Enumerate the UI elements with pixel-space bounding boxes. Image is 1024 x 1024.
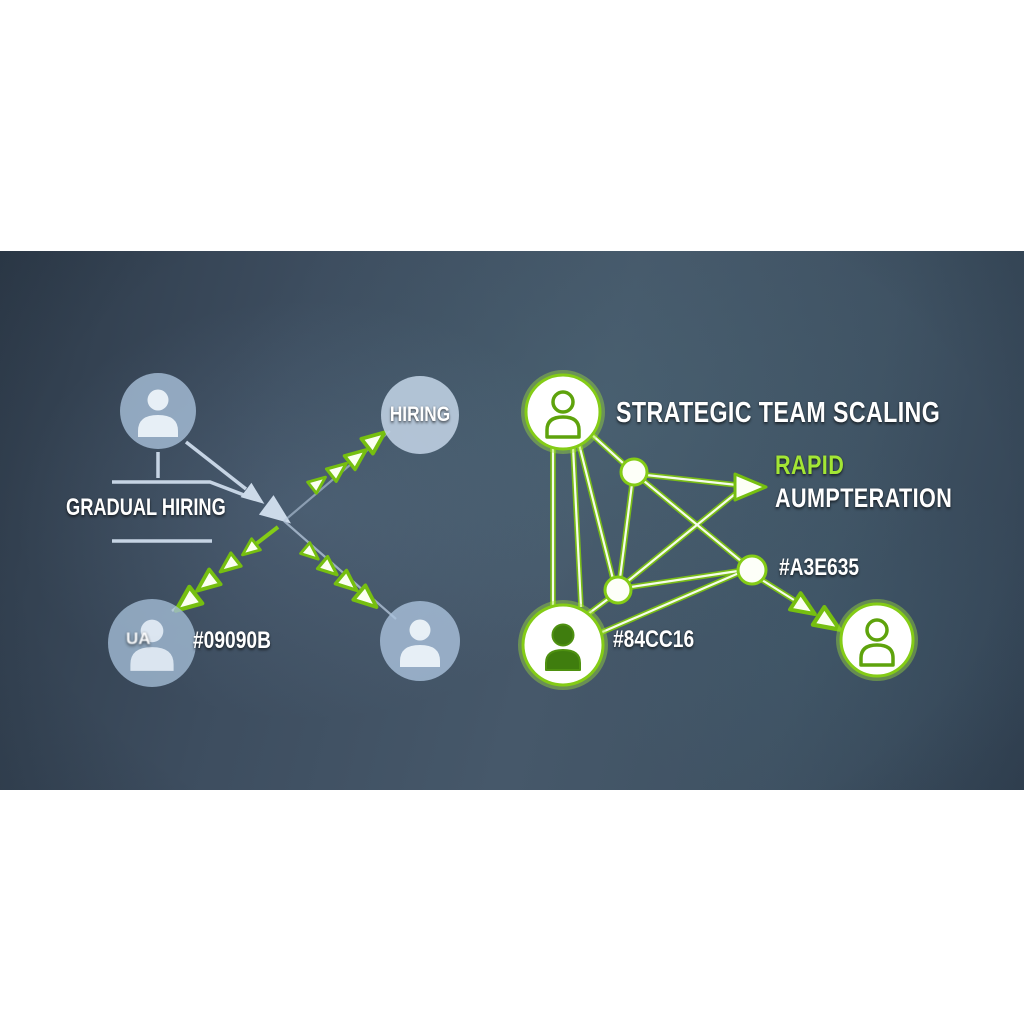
color-code-a3e635: #A3E635 <box>779 554 860 581</box>
label-rapid: RAPID <box>775 450 845 480</box>
hiring-node <box>381 376 459 454</box>
network-edges-rim <box>550 430 796 636</box>
person-node-bottom-right <box>836 599 918 681</box>
chevron-arrow-icon <box>299 541 320 561</box>
person-icon <box>138 389 178 437</box>
person-icon <box>130 619 174 671</box>
chevron-arrow-icon <box>359 430 387 456</box>
chevron-arrow-icon <box>810 604 842 632</box>
arrow-head <box>258 495 292 524</box>
person-icon <box>545 623 581 671</box>
label-node-overlay: UA <box>126 629 151 648</box>
color-code-09090b: #09090B <box>193 627 271 654</box>
chevron-chain-down-right <box>299 541 379 609</box>
network-edges-core <box>551 432 795 635</box>
gradual-hiring-diagram <box>108 373 460 687</box>
chevron-arrow-icon <box>195 567 223 593</box>
cross-line <box>283 520 397 620</box>
bracket-line <box>112 480 245 497</box>
chevron-arrow-icon <box>218 551 243 574</box>
person-icon <box>545 390 581 439</box>
chevron-chain-bottom-right <box>788 591 842 632</box>
arrow-shaft <box>184 440 248 491</box>
person-icon <box>400 619 440 667</box>
chevron-arrow-icon <box>788 591 817 617</box>
diagram-band: STRATEGIC TEAM SCALING RAPID AUMPTERATIO… <box>0 251 1024 790</box>
diagram-canvas <box>108 370 918 690</box>
person-node-bottom-left-green <box>518 600 608 690</box>
chevron-chain-down-left <box>173 537 262 613</box>
label-aumpteration: AUMPTERATION <box>775 483 953 513</box>
junction-node-1 <box>619 457 649 487</box>
person-icon <box>859 618 895 667</box>
chevron-chain-up-right <box>306 430 387 495</box>
chevron-arrow-icon <box>333 568 359 593</box>
rapid-arrow-head <box>733 472 768 502</box>
chevron-arrow-icon <box>241 537 262 557</box>
chevron-arrow-icon <box>351 583 379 609</box>
person-node-top <box>521 370 605 454</box>
junction-node-2 <box>603 575 633 605</box>
chevron-arrow-icon <box>315 554 339 577</box>
junction-node-3 <box>736 554 768 586</box>
chevron-arrow-icon <box>173 584 205 613</box>
person-node-bottom-middle <box>380 601 460 681</box>
strategic-scaling-network <box>518 370 918 690</box>
color-code-84cc16: #84CC16 <box>613 626 695 653</box>
chevron-arrow-icon <box>306 475 327 495</box>
label-hiring-node: HIRING <box>389 403 451 426</box>
person-node-bottom-left <box>108 599 196 687</box>
chevron-arrow-icon <box>342 448 368 472</box>
person-node-top-left <box>120 373 196 449</box>
arrow-head <box>240 482 265 504</box>
caption-gradual-hiring: GRADUAL HIRING <box>66 494 226 521</box>
chevron-arrow-icon <box>324 461 348 483</box>
title-strategic-team-scaling: STRATEGIC TEAM SCALING <box>616 397 941 429</box>
